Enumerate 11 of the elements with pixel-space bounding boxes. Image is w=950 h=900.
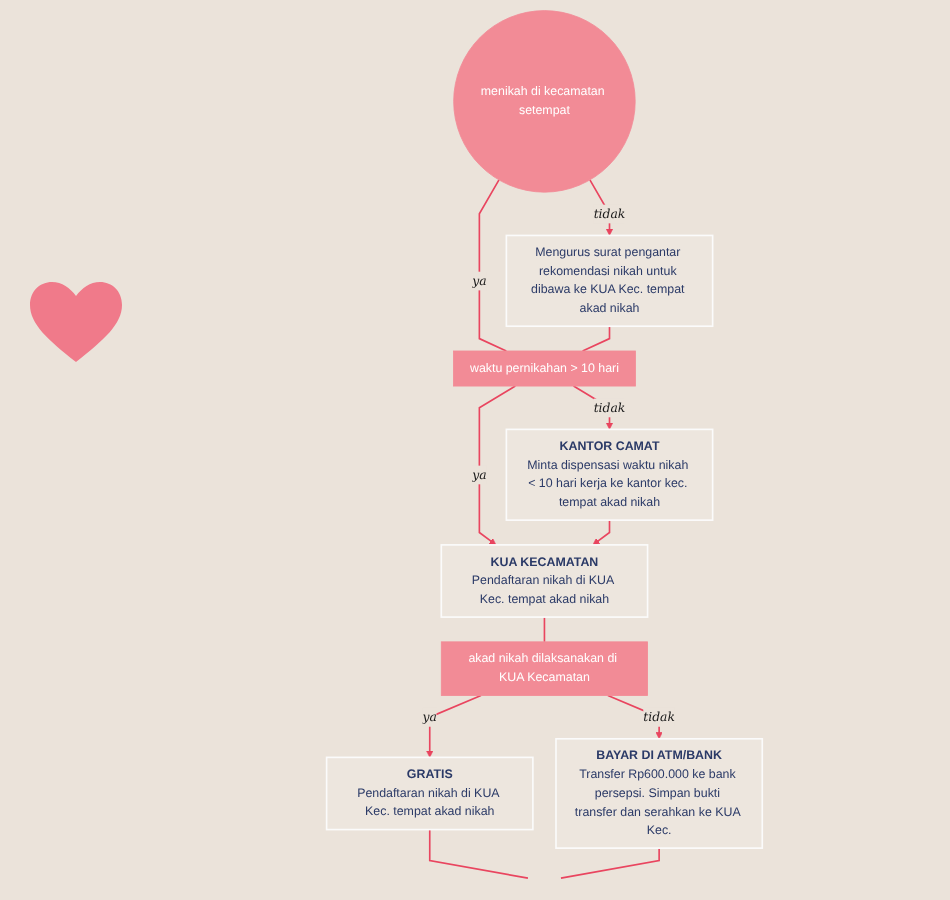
arrow [479,385,517,546]
connector [544,616,546,643]
connector [560,847,661,879]
connector [582,325,611,352]
arrow [589,179,614,236]
connector [429,828,530,879]
arrow [593,519,611,546]
arrow [573,385,614,430]
connector [479,179,508,352]
arrow [607,694,664,740]
arrow [426,694,483,758]
